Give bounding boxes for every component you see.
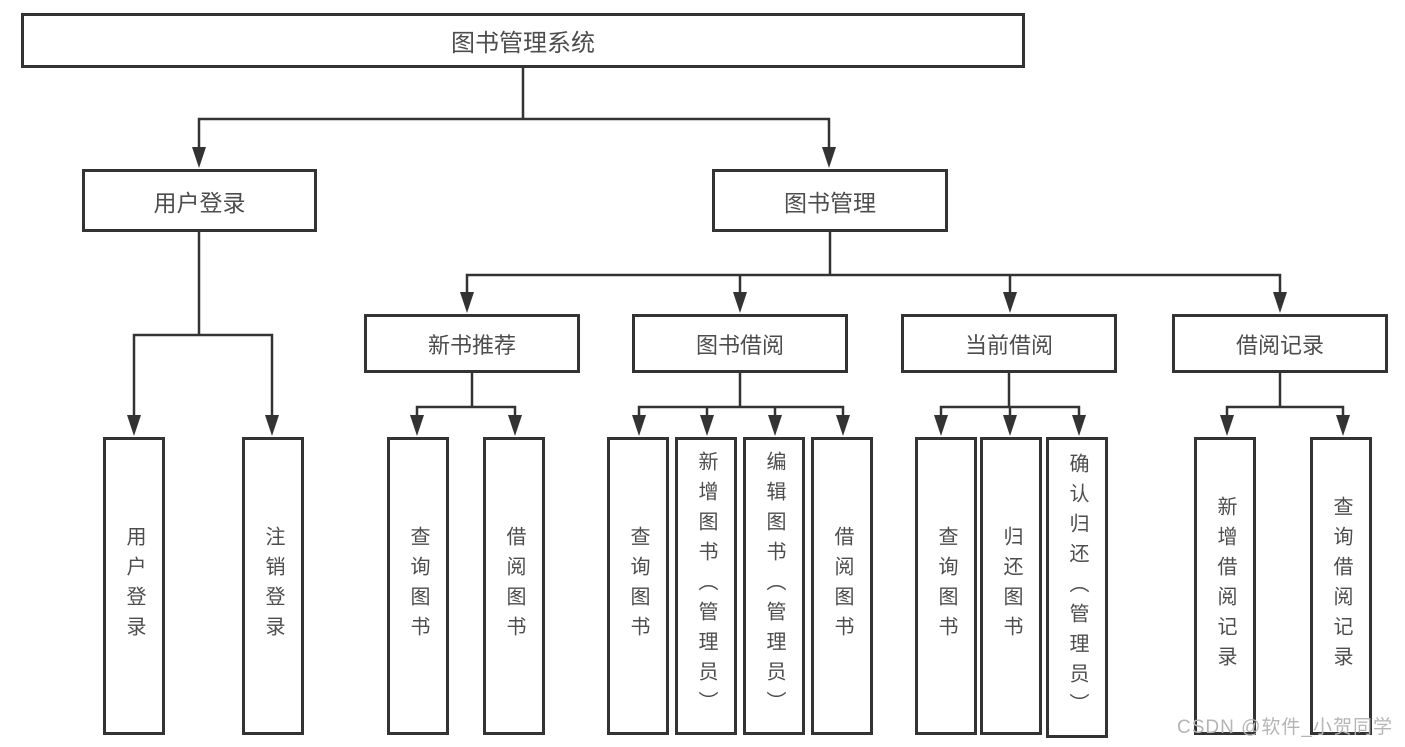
leaf-edit-book-admin: 编辑图书（管理员）	[743, 437, 805, 735]
node-user-login: 用户登录	[82, 169, 317, 232]
leaf-add-borrow-record: 新增借阅记录	[1194, 437, 1256, 735]
leaf-borrow-books-recommend: 借阅图书	[483, 437, 545, 735]
leaf-query-books-current: 查询图书	[915, 437, 977, 735]
node-current-borrowing: 当前借阅	[901, 314, 1117, 373]
leaf-query-books-borrowing: 查询图书	[607, 437, 669, 735]
node-library-management-system: 图书管理系统	[21, 13, 1025, 68]
leaf-query-books-recommend: 查询图书	[387, 437, 449, 735]
node-new-book-recommendation: 新书推荐	[364, 314, 580, 373]
leaf-confirm-return-admin: 确认归还（管理员）	[1046, 437, 1108, 738]
node-book-management: 图书管理	[712, 169, 948, 232]
node-book-borrowing: 图书借阅	[632, 314, 848, 373]
watermark: CSDN @软件_小贺同学	[1177, 717, 1393, 738]
node-borrowing-records: 借阅记录	[1172, 314, 1388, 373]
leaf-query-borrow-record: 查询借阅记录	[1310, 437, 1372, 735]
leaf-return-books: 归还图书	[980, 437, 1042, 735]
leaf-borrow-books-borrowing: 借阅图书	[811, 437, 873, 735]
leaf-add-book-admin: 新增图书（管理员）	[675, 437, 737, 735]
leaf-user-login: 用户登录	[103, 437, 165, 735]
leaf-logout: 注销登录	[242, 437, 304, 735]
